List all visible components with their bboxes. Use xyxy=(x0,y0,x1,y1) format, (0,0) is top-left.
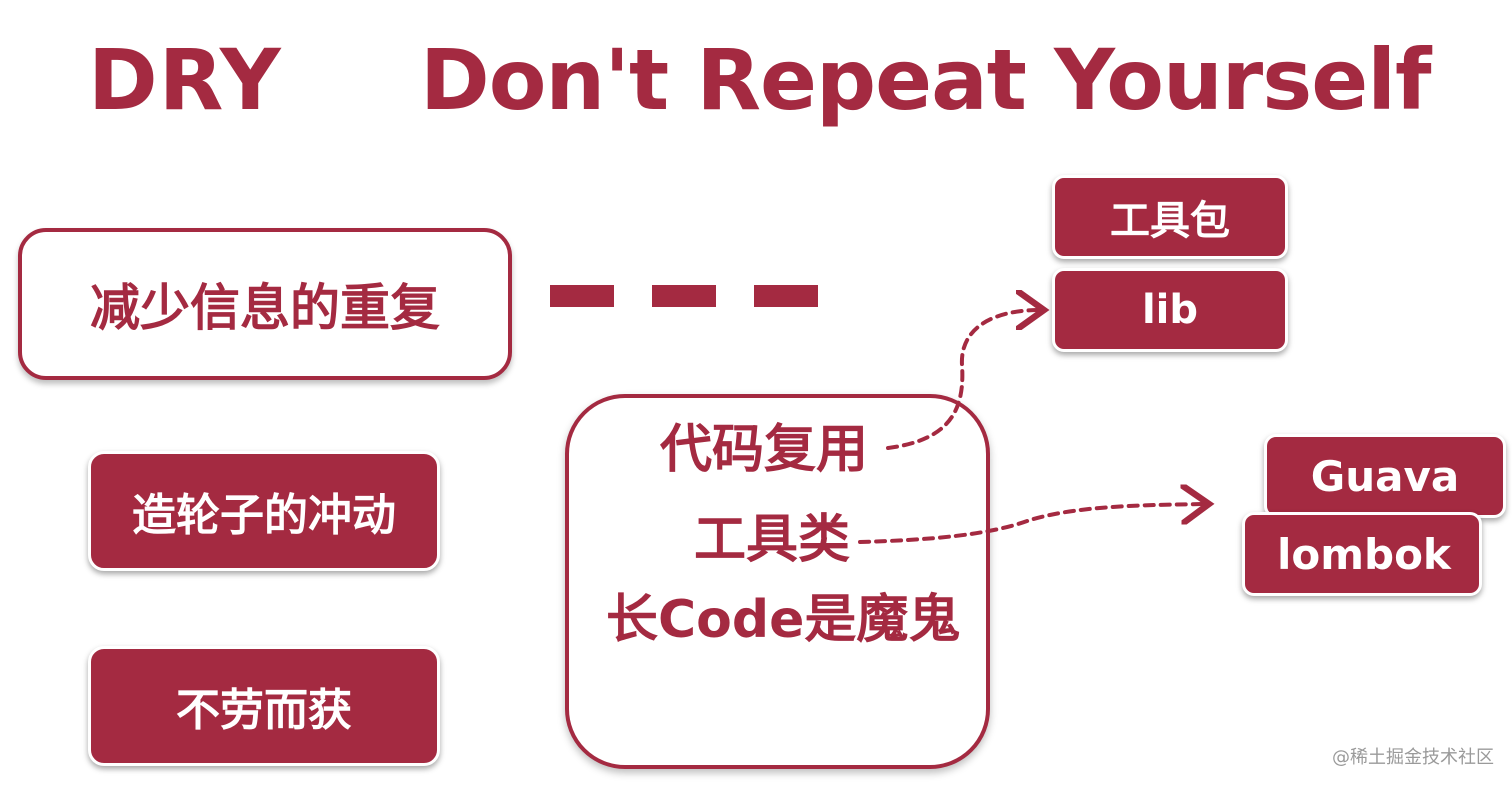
reinvent-wheel-label: 造轮子的冲动 xyxy=(132,490,396,541)
utility-class-label: 工具类 xyxy=(694,510,851,570)
free-lunch-label: 不劳而获 xyxy=(176,685,352,736)
reinvent-wheel-box: 造轮子的冲动 xyxy=(88,451,440,571)
title-full: Don't Repeat Yourself xyxy=(420,31,1432,129)
guava-box: Guava xyxy=(1264,434,1506,518)
dash-separator xyxy=(754,285,818,307)
free-lunch-box: 不劳而获 xyxy=(88,646,440,766)
lib-label: lib xyxy=(1141,287,1199,333)
toolkit-box: 工具包 xyxy=(1052,175,1288,259)
reduce-duplication-label: 减少信息的重复 xyxy=(90,279,440,337)
lombok-box: lombok xyxy=(1242,512,1482,596)
lib-box: lib xyxy=(1052,268,1288,352)
long-code-label: 长Code是魔鬼 xyxy=(606,590,961,650)
code-reuse-label: 代码复用 xyxy=(660,420,869,480)
guava-label: Guava xyxy=(1310,451,1460,501)
reduce-duplication-box: 减少信息的重复 xyxy=(18,228,512,380)
title-acronym: DRY xyxy=(88,31,282,129)
dash-separator xyxy=(652,285,716,307)
toolkit-label: 工具包 xyxy=(1110,198,1230,244)
watermark: @稀土掘金技术社区 xyxy=(1332,747,1494,768)
lombok-label: lombok xyxy=(1277,529,1451,579)
center-box xyxy=(565,394,990,769)
dash-separator xyxy=(550,285,614,307)
